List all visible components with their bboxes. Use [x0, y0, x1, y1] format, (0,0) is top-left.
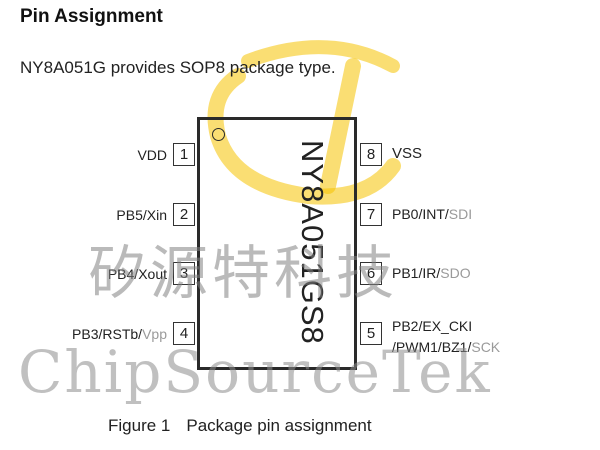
pin-label-4: PB3/RSTb/Vpp: [72, 326, 167, 342]
part-number: NY8A051GS8: [295, 140, 330, 345]
pin-box-8: 8: [360, 143, 382, 166]
pin-box-5: 5: [360, 322, 382, 345]
watermark-english: ChipSourceTek: [18, 338, 492, 406]
pin-box-1: 1: [173, 143, 195, 166]
section-heading: Pin Assignment: [20, 6, 163, 27]
pin-box-3: 3: [173, 262, 195, 285]
pin-label-8: VSS: [392, 145, 423, 162]
watermark-chinese: 矽源特科技: [88, 239, 399, 307]
pin-label-5-line2: /PWM1/BZ1/SCK: [392, 339, 501, 355]
pin-label-2: PB5/Xin: [116, 207, 167, 223]
pin-label-7: PB0/INT/SDI: [392, 206, 473, 222]
pin-label-3: PB4/Xout: [107, 266, 167, 282]
pin-box-6: 6: [360, 262, 382, 285]
pin-box-2: 2: [173, 203, 195, 226]
figure-caption: Figure 1 Package pin assignment: [108, 416, 372, 436]
chip-package: NY8A051GS8: [197, 117, 357, 370]
pin-label-1: VDD: [137, 147, 167, 163]
figure-number: Figure 1: [108, 416, 171, 435]
pin-label-5: PB2/EX_CKI: [392, 318, 473, 334]
pin1-marker-icon: [212, 128, 225, 141]
pin-box-4: 4: [173, 322, 195, 345]
pin-box-7: 7: [360, 203, 382, 226]
watermark-logo: [207, 40, 401, 205]
intro-text: NY8A051G provides SOP8 package type.: [20, 58, 336, 77]
figure-title: Package pin assignment: [186, 416, 372, 435]
pin-label-6: PB1/IR/SDO: [392, 265, 471, 281]
